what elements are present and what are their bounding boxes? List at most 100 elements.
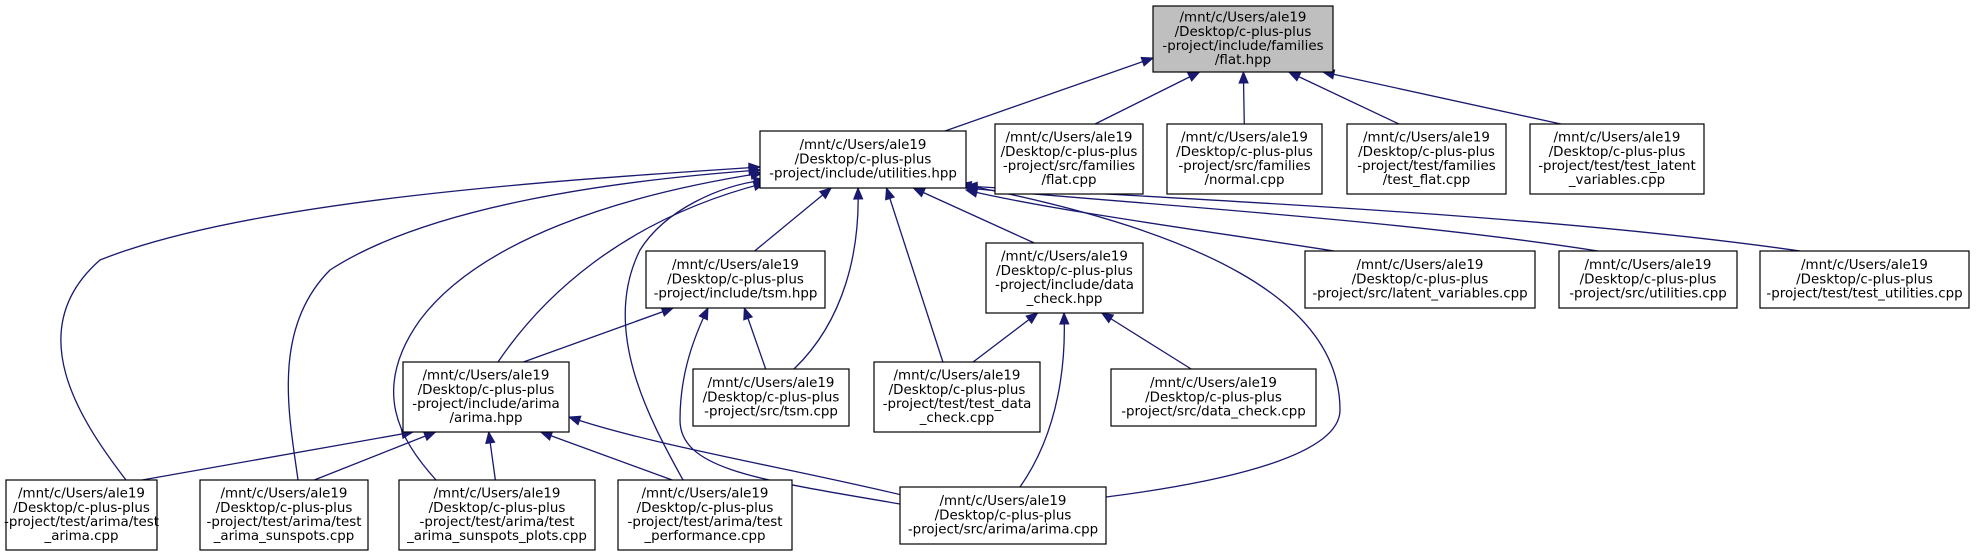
node-box: [5, 479, 158, 551]
node-label-line: /flat.cpp: [1041, 173, 1096, 188]
edge-arrowhead: [1059, 311, 1070, 325]
node-box: [645, 250, 826, 309]
node-label-line: _arima.cpp: [44, 529, 119, 544]
edge-data_check_cpp-to-data_check_hpp: [1101, 312, 1192, 370]
node-test-arima-cpp[interactable]: /mnt/c/Users/ale19/Desktop/c-plus-plus-p…: [4, 479, 159, 551]
node-test-arima-sunspots-cpp[interactable]: /mnt/c/Users/ale19/Desktop/c-plus-plus-p…: [199, 479, 369, 551]
node-label-line: -project/src/families: [1003, 159, 1135, 174]
node-flat-hpp[interactable]: /mnt/c/Users/ale19/Desktop/c-plus-plus-p…: [1152, 5, 1334, 73]
node-data-check-hpp[interactable]: /mnt/c/Users/ale19/Desktop/c-plus-plus-p…: [985, 242, 1144, 314]
node-data-check-cpp[interactable]: /mnt/c/Users/ale19/Desktop/c-plus-plus-p…: [1110, 368, 1317, 427]
edge-data_check_hpp-to-utilities_hpp: [913, 187, 1035, 244]
nodes-layer: /mnt/c/Users/ale19/Desktop/c-plus-plus-p…: [4, 5, 1970, 551]
node-test-utilities-cpp[interactable]: /mnt/c/Users/ale19/Desktop/c-plus-plus-p…: [1759, 250, 1970, 309]
node-label-line: /arima.hpp: [450, 411, 523, 426]
node-label-line: _arima_sunspots.cpp: [213, 529, 355, 544]
node-label-line: /Desktop/c-plus-plus: [1145, 390, 1282, 405]
node-label-line: -project/test/test_data: [883, 397, 1032, 412]
node-label-line: -project/include/arima: [412, 397, 560, 412]
node-test-performance-cpp[interactable]: /mnt/c/Users/ale19/Desktop/c-plus-plus-p…: [617, 479, 793, 551]
node-label-line: /mnt/c/Users/ale19: [1585, 258, 1712, 273]
edge-arrowhead: [1186, 71, 1201, 82]
node-latent-variables-cpp[interactable]: /mnt/c/Users/ale19/Desktop/c-plus-plus-p…: [1304, 250, 1536, 309]
node-arima-cpp[interactable]: /mnt/c/Users/ale19/Desktop/c-plus-plus-p…: [899, 486, 1107, 545]
node-label-line: /Desktop/c-plus-plus: [13, 501, 150, 516]
edge-arima_cpp-to-arima_hpp: [568, 416, 911, 498]
edge-arrowhead: [743, 306, 754, 321]
node-label-line: /Desktop/c-plus-plus: [1796, 272, 1933, 287]
node-label-line: /mnt/c/Users/ale19: [1181, 131, 1308, 146]
node-label-line: /Desktop/c-plus-plus: [935, 508, 1072, 523]
node-label-line: -project/test/arima/test: [628, 515, 783, 530]
edge-utilities_cpp-to-utilities_hpp: [965, 187, 1599, 252]
node-label-line: /Desktop/c-plus-plus: [637, 501, 774, 516]
edge-test_flat_cpp-to-flat_hpp: [1288, 71, 1400, 125]
edge-arrowhead: [660, 306, 675, 317]
node-box: [1110, 368, 1317, 427]
node-label-line: /Desktop/c-plus-plus: [1176, 145, 1313, 160]
node-box: [1152, 5, 1334, 73]
node-label-line: /Desktop/c-plus-plus: [216, 501, 353, 516]
node-test-arima-sunspots-plots-cpp[interactable]: /mnt/c/Users/ale19/Desktop/c-plus-plus-p…: [398, 479, 596, 551]
node-label-line: _check.hpp: [1026, 292, 1103, 307]
edge-test_arima_cpp-to-utilities_hpp: [60, 166, 761, 481]
node-label-line: /mnt/c/Users/ale19: [1006, 131, 1133, 146]
node-label-line: /Desktop/c-plus-plus: [1175, 25, 1312, 40]
node-arima-hpp[interactable]: /mnt/c/Users/ale19/Desktop/c-plus-plus-p…: [402, 361, 570, 433]
node-label-line: /mnt/c/Users/ale19: [1363, 131, 1490, 146]
node-utilities-cpp[interactable]: /mnt/c/Users/ale19/Desktop/c-plus-plus-p…: [1558, 250, 1738, 309]
node-test-flat-cpp[interactable]: /mnt/c/Users/ale19/Desktop/c-plus-plus-p…: [1346, 123, 1507, 195]
node-normal-cpp[interactable]: /mnt/c/Users/ale19/Desktop/c-plus-plus-p…: [1166, 123, 1323, 195]
node-label-line: /mnt/c/Users/ale19: [800, 138, 927, 153]
node-label-line: /mnt/c/Users/ale19: [1180, 11, 1307, 26]
node-label-line: /normal.cpp: [1204, 173, 1284, 188]
node-test-data-check-cpp[interactable]: /mnt/c/Users/ale19/Desktop/c-plus-plus-p…: [873, 361, 1041, 433]
edge-test_performance_cpp-to-arima_hpp: [540, 431, 673, 481]
edge-arrowhead: [422, 431, 437, 442]
node-tsm-hpp[interactable]: /mnt/c/Users/ale19/Desktop/c-plus-plus-p…: [645, 250, 826, 309]
node-flat-cpp[interactable]: /mnt/c/Users/ale19/Desktop/c-plus-plus-p…: [994, 123, 1144, 195]
node-label-line: /Desktop/c-plus-plus: [703, 390, 840, 405]
node-box: [1304, 250, 1536, 309]
node-box: [899, 486, 1107, 545]
edge-arrowhead: [1140, 56, 1155, 67]
node-box: [692, 368, 850, 427]
edge-arrowhead: [485, 430, 496, 445]
edge-arima_hpp-to-utilities_hpp: [497, 182, 766, 363]
edge-tsm_hpp-to-utilities_hpp: [754, 187, 832, 252]
edge-tsm_cpp-to-utilities_hpp: [793, 187, 859, 370]
edge-arrowhead: [818, 187, 833, 200]
node-label-line: /Desktop/c-plus-plus: [1549, 145, 1686, 160]
edge-arrowhead: [698, 306, 709, 321]
node-label-line: _performance.cpp: [643, 529, 765, 544]
node-label-line: -project/src/utilities.cpp: [1569, 287, 1727, 302]
node-label-line: -project/include/data: [995, 278, 1134, 293]
node-label-line: -project/include/utilities.hpp: [769, 167, 957, 182]
node-label-line: /mnt/c/Users/ale19: [894, 369, 1021, 384]
edge-test_arima_cpp-to-arima_hpp: [142, 431, 414, 481]
node-label-line: /Desktop/c-plus-plus: [996, 264, 1133, 279]
edge-arrowhead: [912, 187, 927, 198]
edge-test_utilities_cpp-to-utilities_hpp: [965, 185, 1801, 252]
node-label-line: /mnt/c/Users/ale19: [1001, 250, 1128, 265]
edge-arrowhead: [1025, 312, 1039, 325]
edge-arrowhead: [539, 431, 554, 441]
edges-layer: [60, 56, 1801, 506]
node-label-line: -project/include/families: [1162, 39, 1323, 54]
edge-test_arima_sunspots_cpp-to-arima_hpp: [314, 431, 436, 481]
node-label-line: -project/include/tsm.hpp: [654, 287, 818, 302]
node-label-line: /test_flat.cpp: [1383, 173, 1470, 188]
node-label-line: /Desktop/c-plus-plus: [429, 501, 566, 516]
node-box: [1166, 123, 1323, 195]
node-tsm-cpp[interactable]: /mnt/c/Users/ale19/Desktop/c-plus-plus-p…: [692, 368, 850, 427]
node-test-latent-cpp[interactable]: /mnt/c/Users/ale19/Desktop/c-plus-plus-p…: [1529, 123, 1705, 195]
node-box: [759, 130, 967, 189]
node-utilities-hpp[interactable]: /mnt/c/Users/ale19/Desktop/c-plus-plus-p…: [759, 130, 967, 189]
node-label-line: /Desktop/c-plus-plus: [418, 383, 555, 398]
node-label-line: /Desktop/c-plus-plus: [1580, 272, 1717, 287]
edge-arrowhead: [1100, 312, 1115, 324]
node-label-line: /Desktop/c-plus-plus: [889, 383, 1026, 398]
node-label-line: -project/test/test_latent: [1538, 159, 1696, 174]
node-label-line: /mnt/c/Users/ale19: [672, 258, 799, 273]
